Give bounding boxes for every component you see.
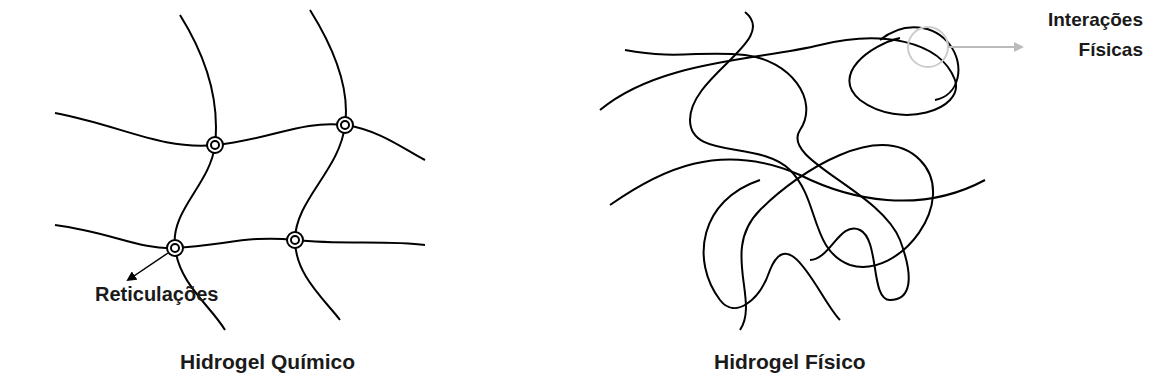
interaction-circle xyxy=(908,27,948,67)
diagram-caption: Hidrogel Físico xyxy=(714,350,866,374)
tangled-chains xyxy=(600,12,985,330)
callout-label: Interações Físicas xyxy=(1025,5,1143,65)
diagram-caption: Hidrogel Químico xyxy=(180,350,355,374)
leader-arrow xyxy=(128,253,168,280)
polymer-chains xyxy=(55,10,425,330)
leader-arrow xyxy=(948,46,1022,48)
callout-label: Reticulações xyxy=(95,283,218,306)
crosslink-points xyxy=(167,117,353,256)
